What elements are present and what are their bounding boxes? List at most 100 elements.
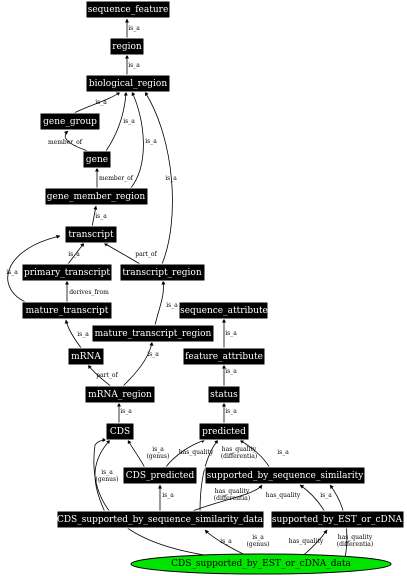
edge-primary-transcript-transcript	[67, 242, 85, 265]
nodes: sequence_feature region biological_regio…	[21, 0, 405, 575]
edge-label-is-a: is_a	[145, 138, 157, 145]
edge-label-has-quality: has_quality	[266, 492, 301, 499]
edge-gene-member-region-biological-region	[129, 91, 144, 190]
node-cds-supported-by-est-or-cdna-data[interactable]: CDS_supported_by_EST_or_cDNA_data	[130, 553, 392, 575]
node-label: CDS_supported_by_sequence_similarity_dat…	[57, 515, 264, 525]
edge-label-genus: (genus)	[147, 453, 170, 460]
node-label: CDS	[110, 427, 130, 437]
edge-label-is-a: is_a	[252, 534, 264, 541]
edge-label-differentia: (differentia)	[337, 541, 373, 548]
node-label: sequence_attribute	[180, 306, 268, 316]
edge-cds-ss-data-supported-by-sequence-similarity	[189, 484, 263, 513]
edge-label-is-a: is_a	[320, 492, 332, 499]
edge-label-is-a: is_a	[128, 25, 140, 32]
edge-label-has-quality: has_quality	[215, 488, 250, 495]
node-label: mRNA	[71, 352, 101, 362]
edge-mrna-region-mrna	[87, 364, 113, 388]
node-label: transcript	[68, 230, 114, 240]
edge-transcript-region-transcript	[103, 242, 141, 265]
edge-label-is-a: is_a	[128, 62, 140, 69]
node-label: status	[210, 390, 238, 400]
node-predicted[interactable]: predicted	[198, 422, 250, 441]
node-label: gene_group	[43, 117, 97, 127]
edge-label-is-a: is_a	[123, 118, 135, 125]
node-supported-by-sequence-similarity[interactable]: supported_by_sequence_similarity	[204, 466, 366, 485]
node-gene[interactable]: gene	[82, 150, 112, 169]
edge-label-differentia: (differentia)	[214, 495, 250, 502]
node-label: gene	[86, 155, 108, 165]
node-transcript[interactable]: transcript	[64, 225, 118, 244]
node-label: supported_by_sequence_similarity	[207, 471, 365, 481]
edge-mrna-mature-transcript	[64, 319, 83, 350]
edge-transcript-gene-member-region	[91, 205, 98, 228]
node-primary-transcript[interactable]: primary_transcript	[21, 263, 113, 282]
node-transcript-region[interactable]: transcript_region	[119, 263, 206, 282]
edge-label-member-of: member_of	[48, 139, 83, 146]
edge-label-is-a: is_a	[120, 408, 132, 415]
edge-label-part-of: part_of	[96, 372, 118, 379]
edge-gene-group-biological-region	[71, 91, 121, 115]
edge-label-is-a: is_a	[101, 469, 113, 476]
edge-label-is-a: is_a	[165, 175, 177, 182]
edge-label-is-a: is_a	[162, 492, 174, 499]
edge-gene-gene-group	[63, 130, 89, 152]
edge-label-genus: (genus)	[247, 541, 270, 548]
edge-label-is-a: is_a	[225, 330, 237, 337]
node-gene-member-region[interactable]: gene_member_region	[44, 187, 149, 206]
edge-supported-by-sequence-similarity-predicted	[239, 439, 271, 469]
edge-label-differentia: (differentia)	[221, 453, 257, 460]
node-label: mature_transcript_region	[95, 329, 212, 339]
node-status[interactable]: status	[207, 385, 241, 404]
edge-mature-transcript-transcript	[7, 234, 61, 304]
edge-label-is-a: is_a	[225, 368, 237, 375]
node-label: primary_transcript	[24, 268, 110, 278]
edge-cds-ss-data-cds	[94, 439, 111, 513]
node-label: feature_attribute	[185, 352, 263, 362]
node-cds-supported-by-sequence-similarity-data[interactable]: CDS_supported_by_sequence_similarity_dat…	[56, 510, 265, 529]
edge-label-is-a: is_a	[225, 408, 237, 415]
edges	[7, 18, 348, 561]
node-region[interactable]: region	[109, 37, 145, 56]
node-biological-region[interactable]: biological_region	[85, 74, 171, 93]
node-label: CDS_predicted	[126, 471, 195, 481]
node-mature-transcript-region[interactable]: mature_transcript_region	[91, 324, 215, 343]
edge-transcript-region-biological-region	[144, 91, 173, 265]
edge-label-is-a: is_a	[95, 213, 107, 220]
edge-label-has-quality: has_quality	[289, 538, 324, 545]
node-cds[interactable]: CDS	[105, 422, 135, 441]
node-sequence-feature[interactable]: sequence_feature	[85, 0, 171, 19]
node-label: biological_region	[89, 79, 167, 89]
edge-label-has-quality: has_quality	[338, 534, 373, 541]
edge-label-genus: (genus)	[96, 476, 119, 483]
edge-mrna-region-mature-transcript-region	[121, 341, 154, 388]
edge-label-member-of: member_of	[99, 175, 134, 182]
node-cds-predicted[interactable]: CDS_predicted	[122, 466, 198, 485]
edge-est-data-cds	[93, 438, 226, 559]
node-label: supported_by_EST_or_cDNA	[272, 515, 403, 525]
node-mrna-region[interactable]: mRNA_region	[84, 385, 156, 404]
edge-cds-predicted-cds	[127, 439, 146, 469]
edge-label-is-a: is_a	[220, 538, 232, 545]
node-label: region	[112, 42, 142, 52]
node-supported-by-est-or-cdna[interactable]: supported_by_EST_or_cDNA	[270, 510, 405, 529]
node-label: transcript_region	[122, 268, 201, 278]
node-label: mature_transcript	[26, 306, 109, 316]
node-mrna[interactable]: mRNA	[67, 347, 105, 366]
node-gene-group[interactable]: gene_group	[39, 112, 101, 131]
edge-label-is-a: is_a	[77, 331, 89, 338]
edge-label-part-of: part_of	[135, 251, 157, 258]
node-label: gene_member_region	[47, 192, 146, 202]
edge-label-is-a: is_a	[68, 251, 80, 258]
node-mature-transcript[interactable]: mature_transcript	[21, 301, 113, 320]
node-feature-attribute[interactable]: feature_attribute	[182, 347, 266, 366]
edge-label-is-a: is_a	[152, 446, 164, 453]
edge-label-is-a: is_a	[6, 269, 18, 276]
edge-label-is-a: is_a	[277, 449, 289, 456]
edge-cds-ss-data-predicted	[199, 439, 219, 513]
node-sequence-attribute[interactable]: sequence_attribute	[178, 301, 269, 320]
edge-cds-predicted-predicted	[164, 439, 206, 469]
edge-label-is-a: is_a	[147, 351, 159, 358]
node-label: mRNA_region	[88, 390, 152, 400]
edge-mature-transcript-region-transcript-region	[154, 280, 166, 326]
